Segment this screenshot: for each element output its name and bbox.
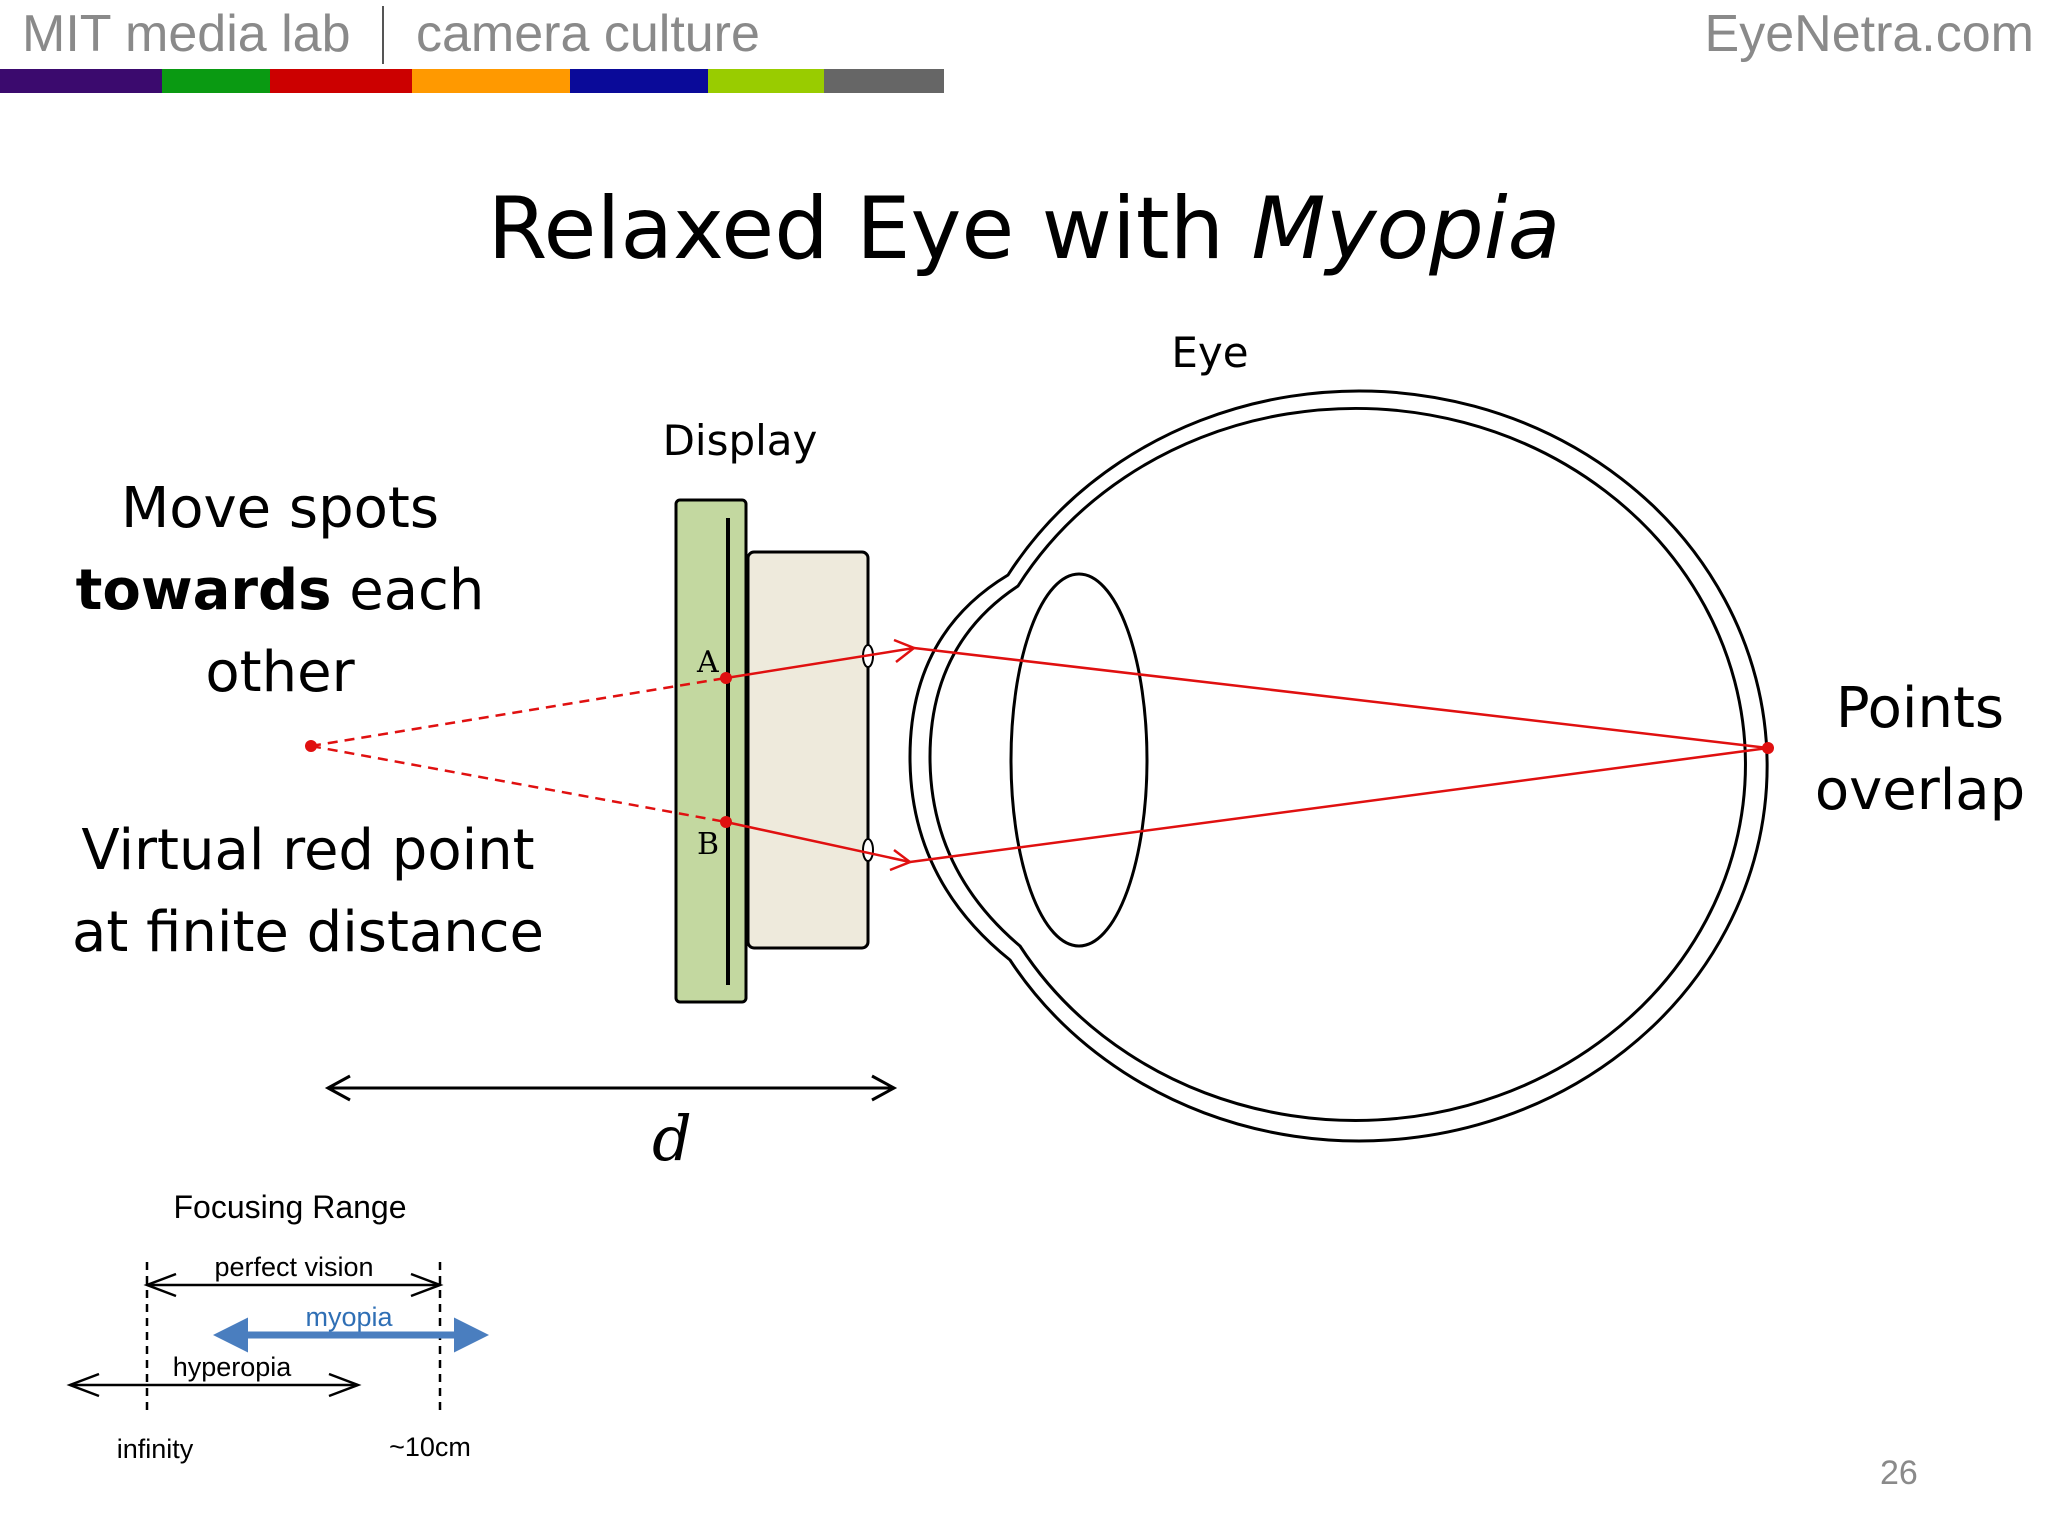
hyperopia-right-head [328, 1372, 362, 1398]
virtual-ray-a [310, 676, 727, 748]
ray-b-in-eye [909, 746, 1769, 864]
title-italic-word: Myopia [1251, 179, 1561, 279]
color-bar-segment [708, 69, 824, 93]
ray-a-in-eye [913, 646, 1769, 750]
distance-label: d [652, 1102, 692, 1175]
mit-media-lab-brand: MIT media lab [22, 5, 351, 63]
distance-arrow-right-head [871, 1074, 898, 1102]
slide-title: Relaxed Eye with Myopia [487, 179, 1561, 279]
hyperopia-label: hyperopia [173, 1352, 293, 1382]
retina-overlap-point [1762, 742, 1774, 754]
color-bar-segment [162, 69, 270, 93]
pinhole-mask [746, 550, 870, 950]
eye-lens [1009, 572, 1149, 948]
perfect-vision-right-head [410, 1272, 444, 1298]
ray-b-to-pupil [725, 820, 911, 864]
eye-outer-shell [908, 389, 1769, 1143]
hyperopia-left-head [66, 1372, 100, 1398]
perfect-vision-label: perfect vision [214, 1252, 373, 1282]
page-number: 26 [1880, 1454, 1918, 1492]
infinity-label: infinity [117, 1434, 194, 1464]
eye-label: Eye [1171, 328, 1249, 377]
points-overlap-text: Points overlap [1814, 676, 2026, 823]
header-divider [382, 6, 384, 64]
focusing-range-inset: Focusing Range perfect vision myopia hyp… [66, 1189, 489, 1464]
myopia-label: myopia [305, 1302, 393, 1332]
color-bar-segment [270, 69, 412, 93]
display-panel [674, 498, 748, 1004]
color-bar-segment [0, 69, 162, 93]
camera-culture-brand: camera culture [416, 5, 760, 63]
spot-b-label: B [697, 827, 719, 862]
virtual-point-text: Virtual red point at finite distance [72, 818, 544, 965]
focusing-range-title: Focusing Range [173, 1189, 406, 1225]
color-bar-segment [412, 69, 570, 93]
color-bar-segment [824, 69, 944, 93]
display-label: Display [662, 416, 818, 465]
near-limit-label: ~10cm [389, 1432, 471, 1462]
eye-inner-shell [928, 406, 1747, 1122]
spot-a-label: A [696, 645, 719, 680]
spot-b [720, 816, 732, 828]
distance-arrow-left-head [324, 1074, 351, 1102]
instruction-text: Move spots towards each other [75, 476, 485, 705]
pinhole-bottom [862, 838, 874, 862]
virtual-ray-b [310, 744, 727, 824]
virtual-red-point [305, 740, 317, 752]
spot-a [720, 672, 732, 684]
header-color-bar [0, 69, 944, 93]
eyenetra-site-link[interactable]: EyeNetra.com [1704, 5, 2034, 63]
ray-a-to-pupil [725, 646, 915, 680]
perfect-vision-left-head [143, 1272, 177, 1298]
color-bar-segment [570, 69, 708, 93]
